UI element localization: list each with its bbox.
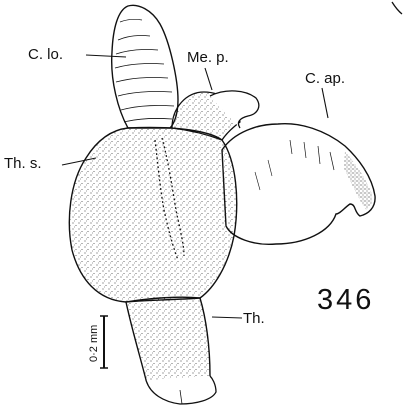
scale-bar: 0·2 mm	[88, 316, 108, 368]
corner-fragment	[392, 2, 402, 14]
label-me-p: Me. p.	[187, 49, 229, 66]
c-ap-structure	[222, 124, 375, 245]
leader-c-ap	[322, 88, 328, 118]
leader-th	[212, 317, 242, 318]
label-c-ap: C. ap.	[305, 70, 345, 87]
label-th-s: Th. s.	[4, 155, 42, 172]
label-c-lo: C. lo.	[28, 46, 63, 63]
label-th: Th.	[243, 310, 265, 327]
th-structure	[126, 297, 216, 404]
th-s-structure	[69, 128, 236, 303]
leader-me-p	[205, 68, 212, 90]
c-lo-structure	[112, 5, 178, 128]
figure-number: 346	[317, 284, 374, 316]
scale-bar-label: 0·2 mm	[88, 325, 100, 362]
